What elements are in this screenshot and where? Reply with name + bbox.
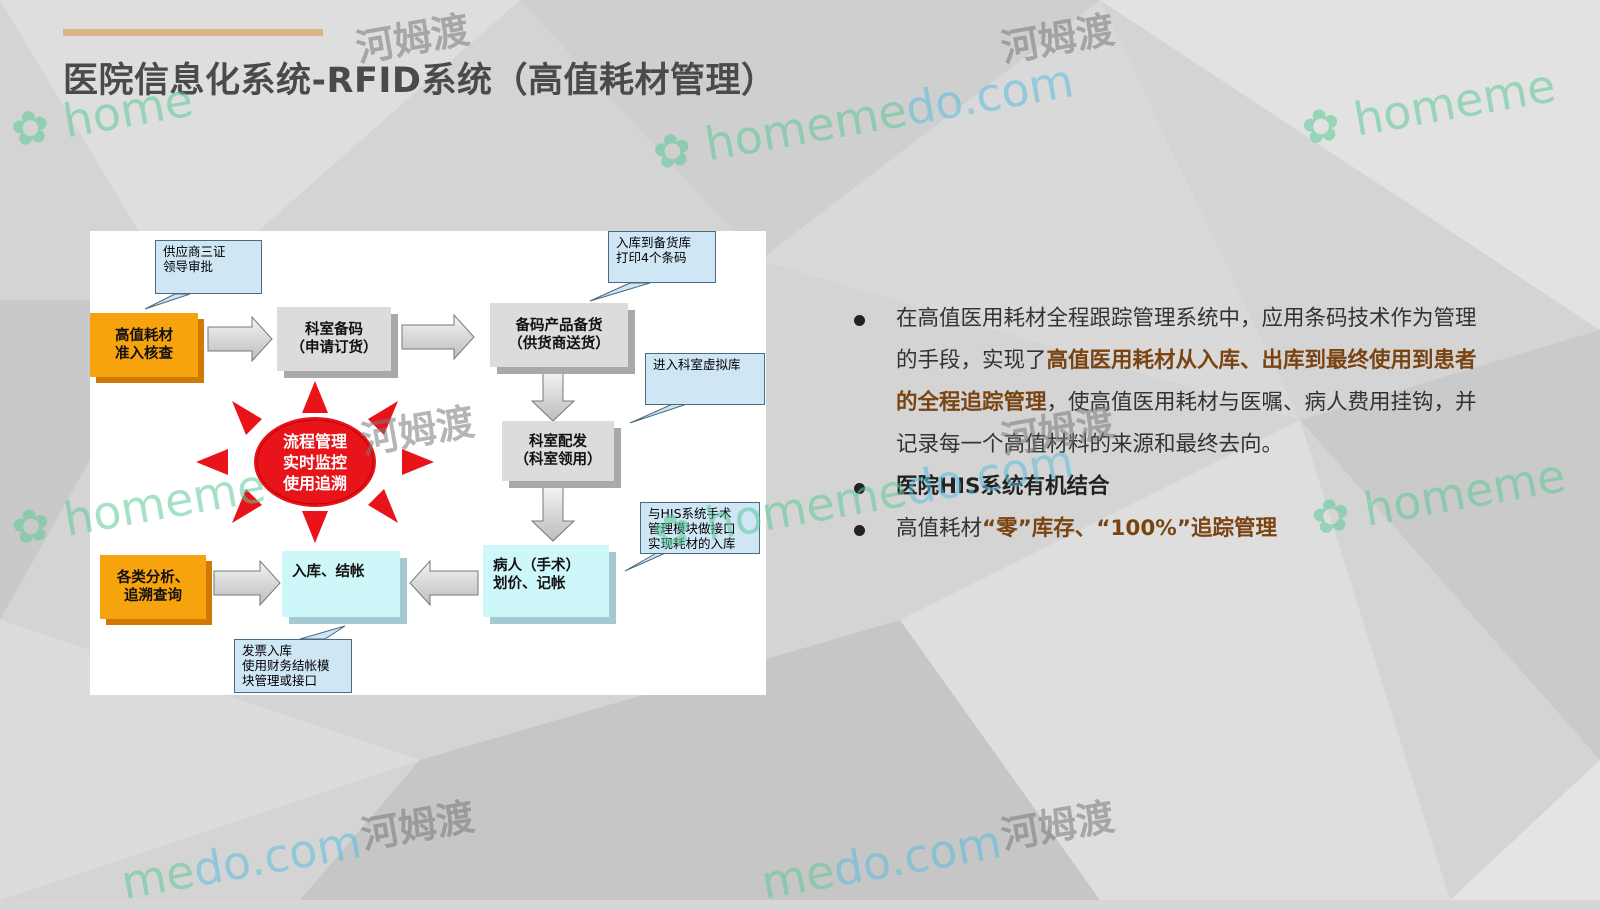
- box-product-prepare: 备码产品备货 （供货商送货）: [490, 303, 628, 367]
- callout-stock: 入库到备货库 打印4个条码: [608, 231, 716, 283]
- bullet-list: 在高值医用耗材全程跟踪管理系统中，应用条码技术作为管理的手段，实现了高值医用耗材…: [850, 298, 1490, 550]
- bullet-2-text: 医院HIS系统有机结合: [896, 474, 1110, 499]
- bullet-dot-icon: [854, 525, 865, 536]
- bullet-dot-icon: [854, 315, 865, 326]
- center-process-label: 流程管理 实时监控 使用追溯: [282, 432, 347, 493]
- bullet-item-3: 高值耗材“零”库存、“100%”追踪管理: [850, 508, 1490, 550]
- box-patient-billing: 病人（手术） 划价、记帐: [483, 545, 609, 617]
- box-dept-distribute: 科室配发 （科室领用）: [502, 421, 614, 481]
- box-dept-order: 科室备码 （申请订货）: [277, 307, 391, 371]
- bullet-item-1: 在高值医用耗材全程跟踪管理系统中，应用条码技术作为管理的手段，实现了高值医用耗材…: [850, 298, 1490, 466]
- bullet-1-text-a: 在高值医用耗材全程跟踪管理系统中，应用条码技术作为管理的手段，实现了: [896, 306, 1477, 373]
- box-stock-settle: 入库、结帐: [282, 551, 400, 617]
- callout-supplier: 供应商三证 领导审批: [155, 240, 262, 294]
- bullet-3-highlight: “零”库存、“100%”追踪管理: [982, 516, 1277, 541]
- title-accent-bar: [63, 29, 323, 36]
- page-title: 医院信息化系统-RFID系统（高值耗材管理）: [63, 61, 777, 101]
- bullet-dot-icon: [854, 483, 865, 494]
- process-flow-diagram: 供应商三证 领导审批 入库到备货库 打印4个条码 进入科室虚拟库 与HIS系统手…: [90, 231, 766, 695]
- bullet-1-text-b: ，使高值医用耗材与医嘱、病人费用挂钩，并记录每一个高值材料的来源和最终去向。: [896, 390, 1477, 457]
- sun-burst-icon: [196, 381, 434, 543]
- box-analysis-trace: 各类分析、 追溯查询: [100, 555, 206, 619]
- callout-invoice: 发票入库 使用财务结帐模 块管理或接口: [234, 639, 352, 693]
- callout-virtual: 进入科室虚拟库: [645, 353, 765, 405]
- callout-his: 与HIS系统手术 管理模块做接口 实现耗材的入库: [640, 502, 760, 554]
- bullet-item-2: 医院HIS系统有机结合: [850, 466, 1490, 508]
- bullet-1-highlight: 高值医用耗材从入库、出库到最终使用到患者的全程追踪管理: [896, 348, 1477, 415]
- diagram-arrows: [144, 282, 691, 640]
- bullet-3-text: 高值耗材: [896, 516, 983, 541]
- box-admission-check: 高值耗材 准入核查: [90, 313, 198, 377]
